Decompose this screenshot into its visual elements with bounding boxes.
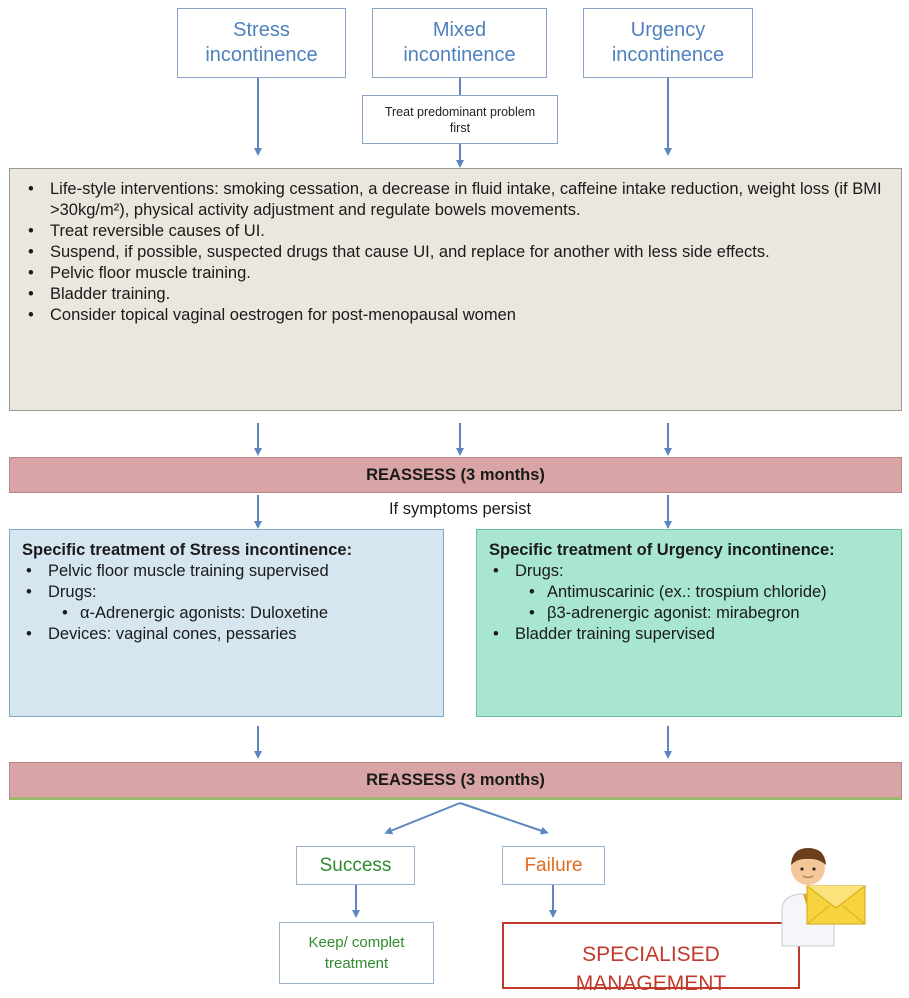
stress-drug-duloxetine: α-Adrenergic agonists: Duloxetine bbox=[22, 603, 431, 624]
arrow-split-left bbox=[384, 802, 461, 835]
urgency-drugs-item: Drugs: Antimuscarinic (ex.: trospium chl… bbox=[489, 561, 889, 624]
general-measures-box: Life-style interventions: smoking cessat… bbox=[9, 168, 902, 411]
stress-line-2: incontinence bbox=[205, 44, 318, 66]
stress-treatment-list: Pelvic floor muscle training supervised … bbox=[22, 561, 431, 645]
stress-drugs-sublist: α-Adrenergic agonists: Duloxetine bbox=[22, 603, 431, 624]
keep-treatment-box: Keep/ complet treatment bbox=[279, 922, 434, 984]
urgency-drug-antimuscarinic: Antimuscarinic (ex.: trospium chloride) bbox=[489, 582, 889, 603]
urgency-treatment-box: Specific treatment of Urgency incontinen… bbox=[476, 529, 902, 717]
general-measures-list: Life-style interventions: smoking cessat… bbox=[24, 179, 887, 326]
urgency-treatment-list: Drugs: Antimuscarinic (ex.: trospium chl… bbox=[489, 561, 889, 645]
measure-vaginal-oestrogen: Consider topical vaginal oestrogen for p… bbox=[24, 305, 887, 326]
reassess-bar-1: REASSESS (3 months) bbox=[9, 457, 902, 493]
stress-line-1: Stress bbox=[233, 19, 290, 41]
specialised-line-2: MANAGEMENT bbox=[575, 972, 727, 995]
treat-first-line-2: first bbox=[449, 120, 471, 135]
reassess-label-2: REASSESS (3 months) bbox=[366, 770, 545, 789]
urgency-line-1: Urgency bbox=[630, 19, 706, 41]
reassess-bar-2: REASSESS (3 months) bbox=[9, 762, 902, 800]
treat-predominant-box: Treat predominant problem first bbox=[362, 95, 558, 144]
keep-line-2: treatment bbox=[324, 955, 389, 972]
stress-treatment-title: Specific treatment of Stress incontinenc… bbox=[22, 541, 353, 559]
treat-first-line-1: Treat predominant problem bbox=[384, 104, 536, 119]
urgency-drugs-sublist: Antimuscarinic (ex.: trospium chloride) … bbox=[489, 582, 889, 624]
measure-reversible-causes: Treat reversible causes of UI. bbox=[24, 221, 887, 242]
urgency-treatment-title: Specific treatment of Urgency incontinen… bbox=[489, 541, 835, 559]
urgency-incontinence-box: Urgency incontinence bbox=[583, 8, 753, 78]
mixed-line-1: Mixed bbox=[432, 19, 487, 41]
urgency-drug-mirabegron: β3-adrenergic agonist: mirabegron bbox=[489, 603, 889, 624]
keep-line-1: Keep/ complet bbox=[308, 934, 405, 951]
measure-pelvic-floor: Pelvic floor muscle training. bbox=[24, 263, 887, 284]
mixed-line-2: incontinence bbox=[403, 44, 516, 66]
measure-bladder-training: Bladder training. bbox=[24, 284, 887, 305]
urgency-drugs-label: Drugs: bbox=[515, 562, 564, 580]
success-box: Success bbox=[296, 846, 415, 885]
failure-box: Failure bbox=[502, 846, 605, 885]
stress-pelvic-item: Pelvic floor muscle training supervised bbox=[22, 561, 431, 582]
reassess-label-1: REASSESS (3 months) bbox=[366, 465, 545, 484]
stress-drugs-label: Drugs: bbox=[48, 583, 97, 601]
urgency-bladder-item: Bladder training supervised bbox=[489, 624, 889, 645]
specialised-line-1: SPECIALISED bbox=[582, 943, 720, 966]
mixed-incontinence-box: Mixed incontinence bbox=[372, 8, 547, 78]
measure-lifestyle: Life-style interventions: smoking cessat… bbox=[24, 179, 887, 221]
if-symptoms-persist: If symptoms persist bbox=[388, 500, 532, 518]
measure-suspend-drugs: Suspend, if possible, suspected drugs th… bbox=[24, 242, 887, 263]
stress-devices-item: Devices: vaginal cones, pessaries bbox=[22, 624, 431, 645]
stress-incontinence-box: Stress incontinence bbox=[177, 8, 346, 78]
arrow-split-right bbox=[459, 802, 549, 835]
stress-drugs-item: Drugs: α-Adrenergic agonists: Duloxetine bbox=[22, 582, 431, 624]
specialised-management-box: SPECIALISED MANAGEMENT bbox=[502, 922, 800, 995]
stress-treatment-box: Specific treatment of Stress incontinenc… bbox=[9, 529, 444, 717]
envelope-icon bbox=[806, 885, 866, 925]
urgency-line-2: incontinence bbox=[611, 44, 725, 66]
